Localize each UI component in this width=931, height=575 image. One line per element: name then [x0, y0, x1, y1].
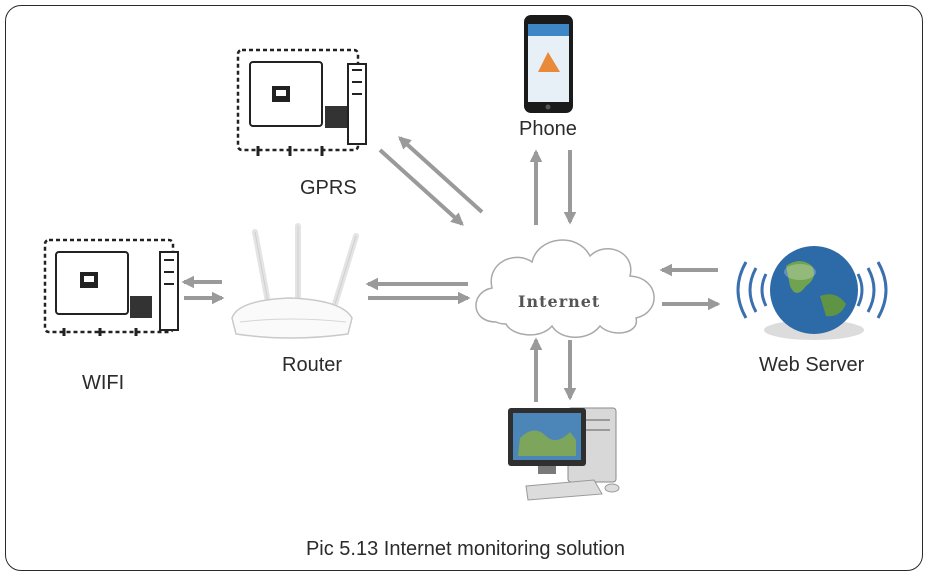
router-label: Router: [282, 354, 343, 376]
web-server-label: Web Server: [759, 354, 865, 376]
internet-cloud-icon: [475, 239, 655, 338]
gprs-label: GPRS: [300, 177, 357, 199]
wifi-label: WIFI: [82, 372, 125, 394]
router-icon: [231, 223, 359, 339]
gprs-inverter-icon: [236, 48, 367, 156]
arrow-gprs-to-internet: [378, 148, 464, 226]
diagram-frame: [5, 5, 923, 571]
phone-label: Phone: [519, 118, 577, 140]
wifi-inverter-icon: [43, 238, 179, 336]
arrow-internet-to-gprs: [398, 136, 484, 214]
computer-icon: [508, 407, 620, 501]
connection-arrows: [181, 136, 721, 402]
phone-icon: [524, 15, 573, 113]
figure-caption: Pic 5.13 Internet monitoring solution: [305, 538, 626, 560]
web-server-icon: [736, 246, 888, 340]
internet-label: Internet: [518, 292, 601, 311]
